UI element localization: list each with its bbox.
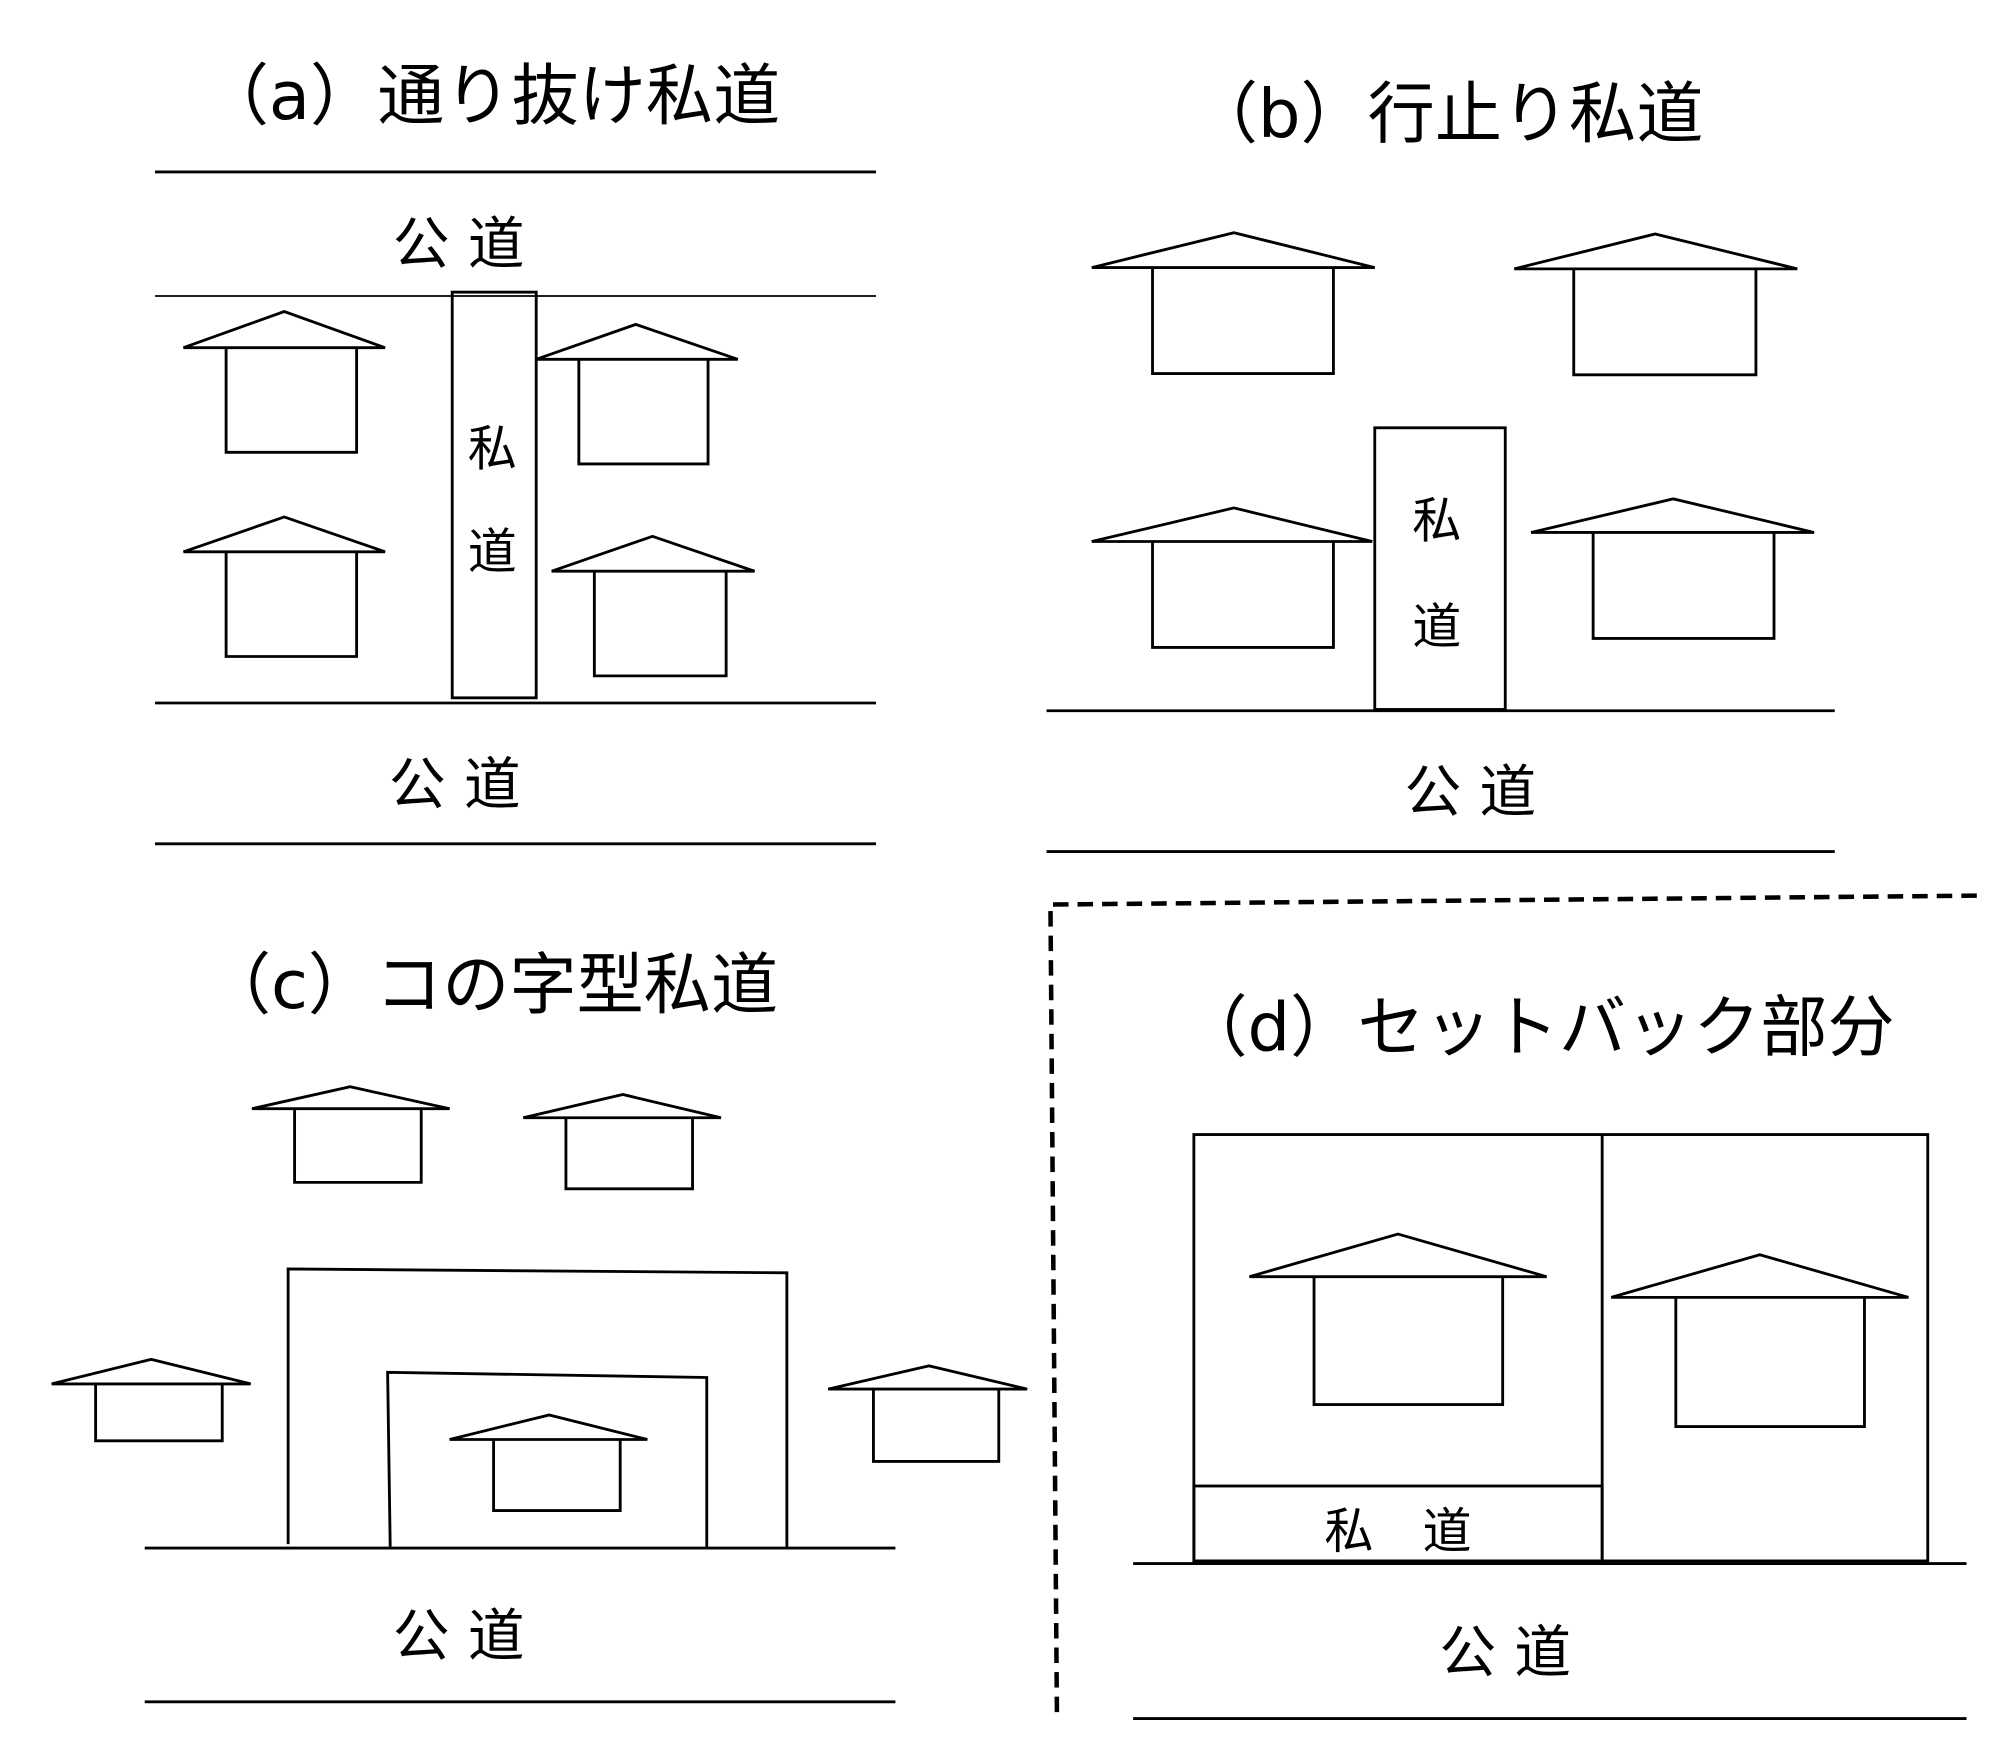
house-roof	[522, 1093, 722, 1120]
house-body	[492, 1439, 622, 1512]
house-roof	[183, 515, 386, 554]
house-icon	[182, 310, 386, 454]
house-roof	[1513, 232, 1798, 271]
house-body	[224, 551, 359, 658]
house-body	[872, 1389, 1001, 1463]
private-road-label: 私	[1412, 492, 1461, 550]
public-road-label: 公 道	[389, 752, 521, 818]
house-body	[564, 1117, 694, 1191]
house-body	[592, 571, 728, 678]
private-road-label: 私 道	[1324, 1502, 1471, 1560]
house-roof	[1091, 231, 1376, 270]
house-icon	[183, 515, 386, 658]
house-icon	[1530, 497, 1815, 640]
house-icon	[1249, 1232, 1547, 1407]
house-roof	[1610, 1253, 1909, 1299]
setback-private-road	[1192, 1484, 1604, 1563]
house-body	[1312, 1276, 1505, 1407]
house-body	[1151, 541, 1335, 649]
house-icon	[1091, 506, 1373, 649]
public-road-label: 公 道	[1404, 760, 1536, 826]
house-body	[1572, 268, 1758, 377]
house-roof	[449, 1413, 648, 1441]
house-roof	[1091, 506, 1373, 543]
private-road-label: 道	[468, 523, 517, 581]
house-icon	[827, 1364, 1028, 1463]
u-shaped-private-road-outer	[286, 1267, 789, 1547]
private-road	[450, 290, 538, 700]
house-body	[577, 359, 710, 466]
house-icon	[535, 322, 739, 466]
house-roof	[251, 1085, 450, 1111]
house-body	[1151, 267, 1335, 375]
panel-a: （a）通り抜け私道 公 道 公 道 私 道	[155, 57, 877, 846]
house-roof	[535, 322, 739, 361]
house-body	[1674, 1297, 1866, 1428]
public-road-label: 公 道	[1439, 1620, 1571, 1686]
house-roof	[1249, 1232, 1547, 1279]
dashed-border	[1048, 893, 1985, 1713]
panel-b-title: （b）行止り私道	[1191, 75, 1704, 153]
panel-a-title: （a）通り抜け私道	[202, 57, 781, 135]
private-road-label: 道	[1412, 598, 1461, 656]
u-shaped-private-road-inner	[386, 1370, 709, 1547]
house-icon	[551, 534, 756, 678]
house-body	[1591, 532, 1776, 640]
house-icon	[1513, 232, 1798, 377]
house-icon	[1610, 1253, 1909, 1428]
panel-d: （d）セットバック部分 私 道 公 道	[1048, 893, 1985, 1720]
public-road-label: 公 道	[393, 1603, 525, 1669]
panel-d-title: （d）セットバック部分	[1180, 989, 1894, 1067]
house-roof	[551, 534, 756, 573]
panel-c: （c）コの字型私道 公 道	[51, 946, 1028, 1704]
house-icon	[251, 1085, 450, 1184]
panel-c-title: （c）コの字型私道	[204, 946, 778, 1024]
house-icon	[1091, 231, 1376, 375]
house-roof	[182, 310, 386, 350]
house-roof	[1530, 497, 1815, 534]
lot-boundary	[1192, 1133, 1930, 1563]
house-roof	[51, 1357, 252, 1386]
public-road-label: 公 道	[393, 212, 525, 278]
house-body	[293, 1108, 423, 1184]
house-roof	[827, 1364, 1028, 1391]
private-road-label: 私	[468, 419, 517, 477]
house-body	[94, 1383, 224, 1443]
house-body	[224, 347, 359, 454]
house-icon	[449, 1413, 648, 1512]
panel-b: （b）行止り私道 私 道 公 道	[1046, 75, 1835, 854]
private-road	[1373, 426, 1507, 711]
house-icon	[522, 1093, 722, 1191]
house-icon	[51, 1357, 252, 1443]
